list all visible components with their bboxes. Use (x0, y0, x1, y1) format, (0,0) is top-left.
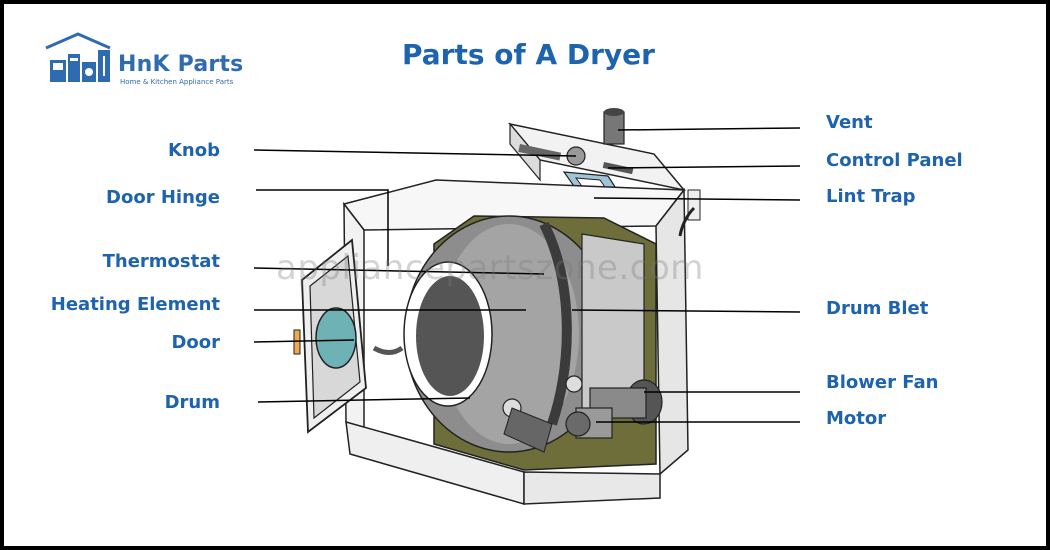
vent-shape (603, 111, 625, 145)
label-blower-fan: Blower Fan (826, 372, 939, 393)
label-heating-element: Heating Element (50, 294, 220, 315)
label-drum: Drum (164, 392, 220, 413)
page-title: Parts of A Dryer (402, 38, 655, 71)
label-vent: Vent (826, 112, 873, 133)
brand-tagline: Home & Kitchen Appliance Parts (120, 78, 234, 86)
drum-belt-shape (539, 221, 572, 426)
label-door: Door (171, 332, 220, 353)
label-thermostat: Thermostat (102, 251, 220, 272)
label-control-panel: Control Panel (826, 150, 963, 171)
diagram-frame: HnK Parts Home & Kitchen Appliance Parts… (4, 4, 1046, 546)
watermark: appliancepartszone.com (276, 248, 704, 288)
leader-lines (253, 127, 801, 423)
label-lint-trap: Lint Trap (826, 186, 916, 207)
label-motor: Motor (826, 408, 887, 429)
label-drum-belt: Drum Blet (826, 298, 929, 319)
brand-name: HnK Parts (118, 52, 244, 77)
dryer-illustration (253, 108, 801, 505)
hnk-logo-icon (45, 32, 111, 82)
label-knob: Knob (167, 140, 220, 161)
label-door-hinge: Door Hinge (106, 187, 220, 208)
